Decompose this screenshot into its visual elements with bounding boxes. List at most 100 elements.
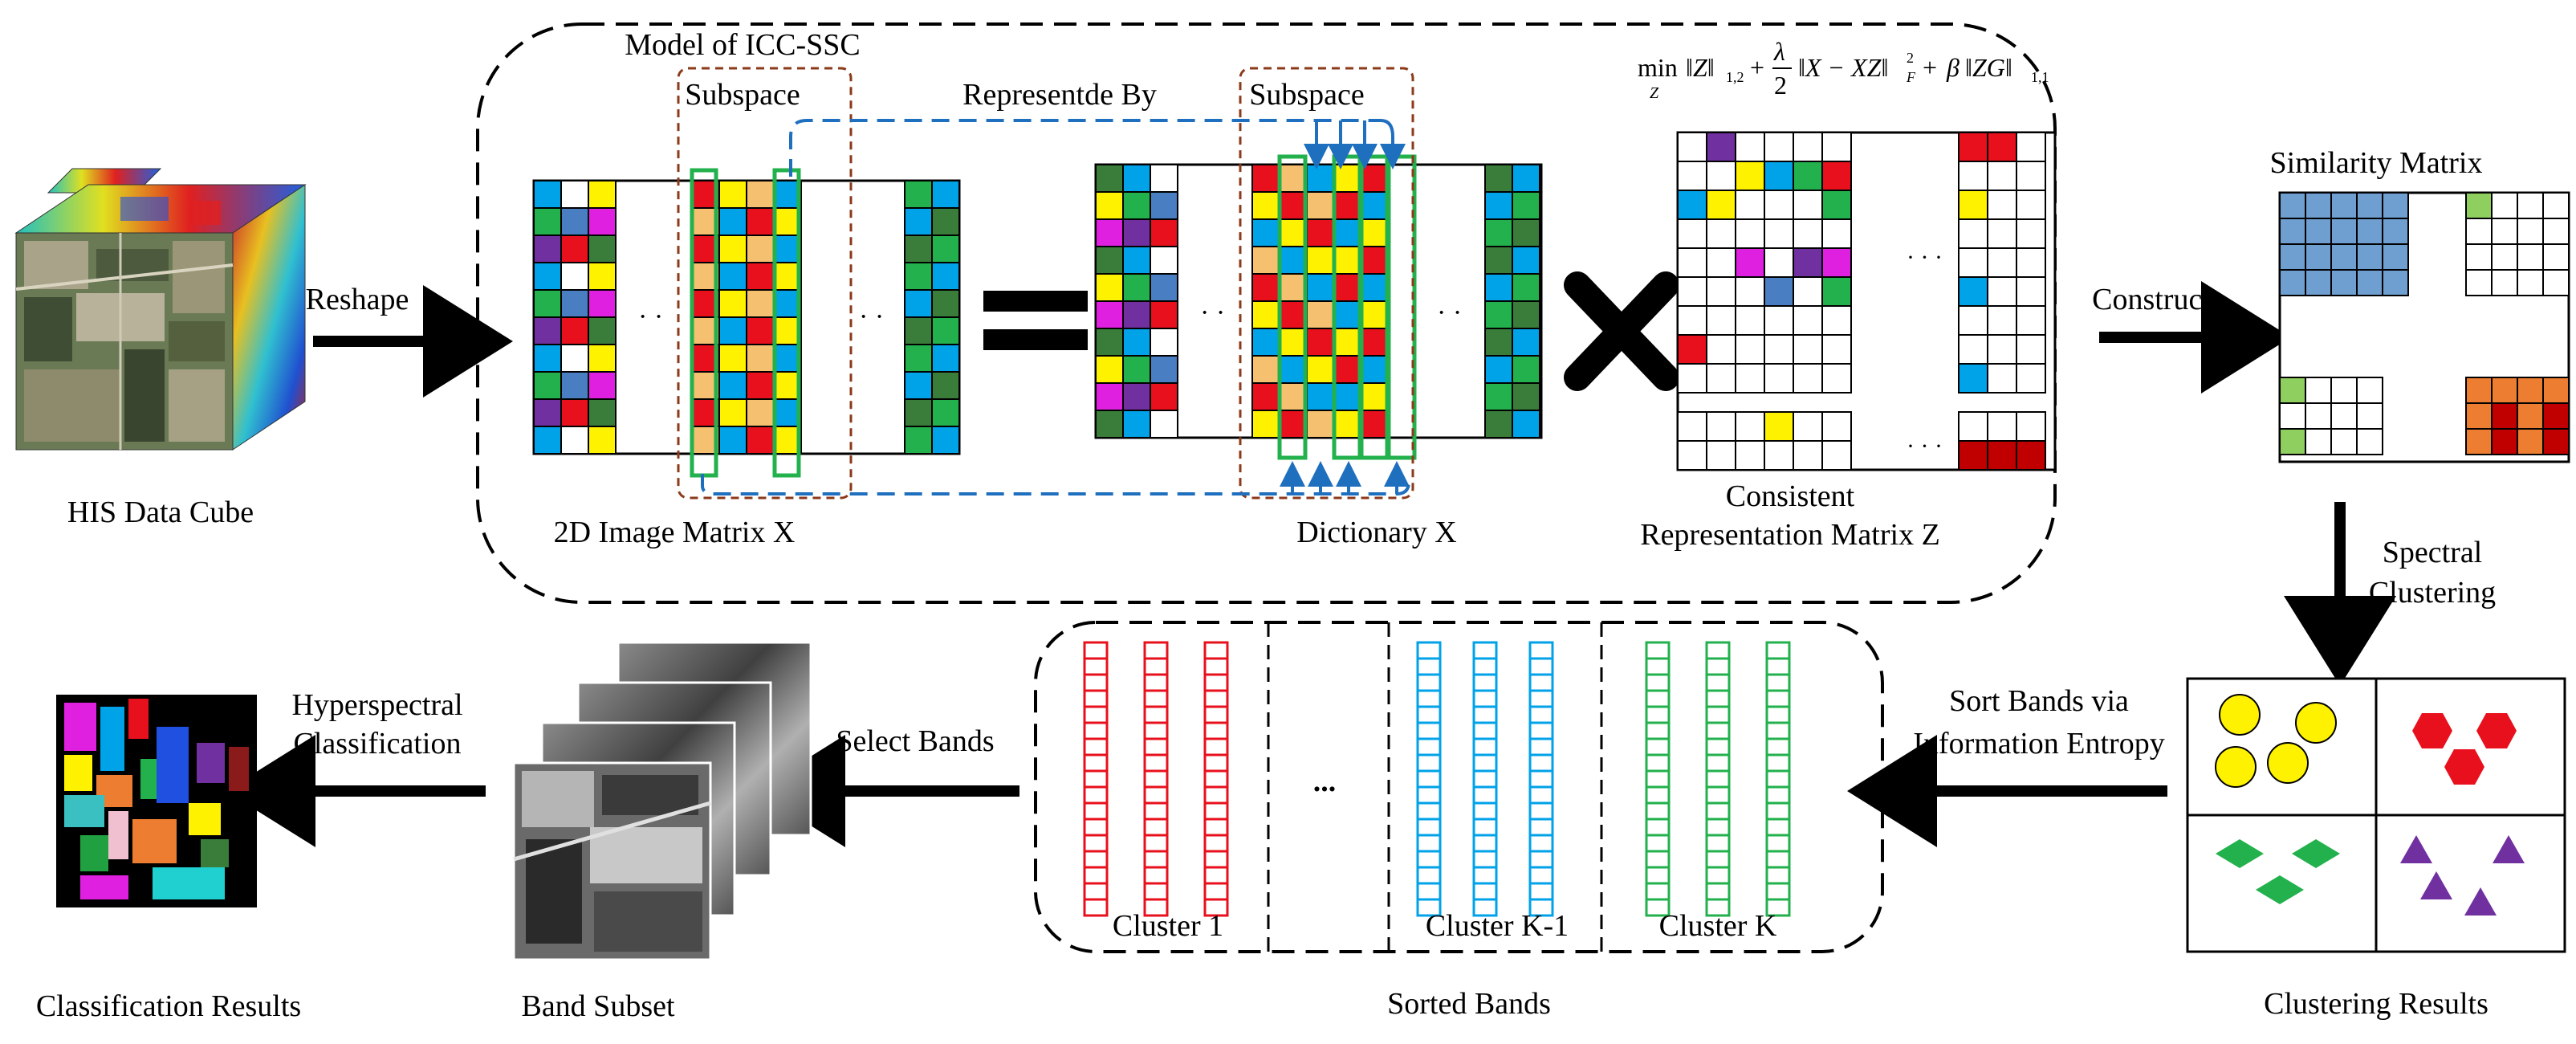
band-cell [1528, 721, 1554, 740]
band-cell [1472, 689, 1498, 708]
matrix-cell [931, 344, 960, 373]
matrix-cell [1095, 355, 1124, 384]
reshape-arrow: Reshape [306, 283, 513, 398]
matrix-cell [1484, 273, 1513, 302]
band-cell [1203, 673, 1229, 692]
matrix-cell [1095, 382, 1124, 411]
band-cell [1203, 753, 1229, 773]
matrix-cell [1484, 246, 1513, 275]
select-bands-label: Select Bands [836, 724, 994, 758]
band-cell [1528, 818, 1554, 837]
similarity-cell [2279, 218, 2306, 245]
matrix-cell [1512, 382, 1540, 411]
similarity-cell [2330, 428, 2358, 455]
matrix-cell [1306, 300, 1335, 329]
yellow-circles-icon [2215, 694, 2337, 788]
z-cell [1958, 411, 1988, 442]
band-cell [1645, 673, 1671, 692]
matrix-cell [931, 262, 960, 291]
z-cell [2016, 247, 2046, 278]
model-title: Model of ICC-SSC [625, 28, 860, 62]
band-cell [1203, 689, 1229, 708]
matrix-cell [1251, 164, 1280, 193]
z-cell [1987, 161, 2017, 191]
band-cell [1203, 882, 1229, 901]
matrix-cell [1122, 273, 1151, 302]
matrix-cell [904, 207, 933, 236]
matrix-cell [1333, 410, 1362, 438]
z-cell [1987, 334, 2017, 365]
band-cell [1416, 801, 1442, 821]
z-cell [1706, 440, 1736, 471]
matrix-cell [1333, 382, 1362, 411]
matrix-cell [533, 398, 562, 427]
similarity-cell [2542, 218, 2570, 245]
matrix-cell [1279, 355, 1308, 384]
band-cell [1765, 641, 1791, 660]
classification-arrow: Hyperspectral Classification [226, 688, 486, 847]
clustering-results-panel: Clustering Results [2186, 677, 2566, 1021]
z-cell [2016, 218, 2046, 249]
band-cell [1705, 673, 1731, 692]
band-cell [1083, 834, 1109, 853]
z-cell [1677, 363, 1707, 394]
band-cell [1528, 850, 1554, 869]
matrix-cell [1333, 273, 1362, 302]
band-cell [1083, 753, 1109, 773]
subspace-box-right [1239, 67, 1414, 500]
band-cell [1083, 737, 1109, 756]
z-cell [1677, 440, 1707, 471]
similarity-cell [2356, 192, 2383, 219]
band-cell [1705, 785, 1731, 805]
z-cell [2016, 190, 2046, 220]
matrix-cell [1122, 300, 1151, 329]
band-cell [1143, 818, 1169, 837]
matrix-cell [1122, 382, 1151, 411]
multiply-sign [1564, 271, 1679, 391]
band-cell [1765, 769, 1791, 789]
z-cell [1677, 276, 1707, 307]
band-cell [1472, 673, 1498, 692]
z-cell [1987, 247, 2017, 278]
svg-text:· · ·: · · · [1907, 244, 1943, 271]
matrix-cell [1095, 191, 1124, 220]
z-cell [1764, 132, 1794, 162]
z-cell [1958, 305, 1988, 336]
matrix-cell [1306, 328, 1335, 357]
matrix-cell [588, 262, 617, 291]
band-cell [1705, 850, 1731, 869]
matrix-cell [1095, 273, 1124, 302]
band-cell [1083, 769, 1109, 789]
matrix-cell [904, 180, 933, 209]
band-cell [1083, 785, 1109, 805]
matrix-cell [1306, 273, 1335, 302]
band-cell [1645, 801, 1671, 821]
band-cell [1645, 818, 1671, 837]
matrix-cell [931, 207, 960, 236]
matrix-cell [904, 234, 933, 263]
svg-text:‖Z‖: ‖Z‖ [1686, 53, 1715, 82]
matrix-cell [1361, 382, 1390, 411]
similarity-cell [2330, 218, 2358, 245]
matrix-cell [1279, 410, 1308, 438]
classification-line1: Hyperspectral [291, 688, 462, 722]
z-cell [1793, 161, 1823, 191]
matrix-cell [1150, 218, 1178, 247]
z-cell [1793, 440, 1823, 471]
z-cell [1735, 276, 1765, 307]
z-cell [1735, 132, 1765, 162]
band-cell [1203, 657, 1229, 676]
z-cell [1677, 334, 1707, 365]
similarity-cell [2356, 402, 2383, 430]
band-cell [1645, 657, 1671, 676]
matrix-cell [1333, 328, 1362, 357]
band-cell [1203, 721, 1229, 740]
subspace-box-left [677, 67, 853, 500]
similarity-cell [2279, 402, 2306, 430]
similarity-cell [2465, 269, 2493, 296]
band-cell [1472, 753, 1498, 773]
similarity-cell [2465, 428, 2493, 455]
matrix-cell [1279, 273, 1308, 302]
matrix-cell [1122, 191, 1151, 220]
band-cell [1528, 834, 1554, 853]
